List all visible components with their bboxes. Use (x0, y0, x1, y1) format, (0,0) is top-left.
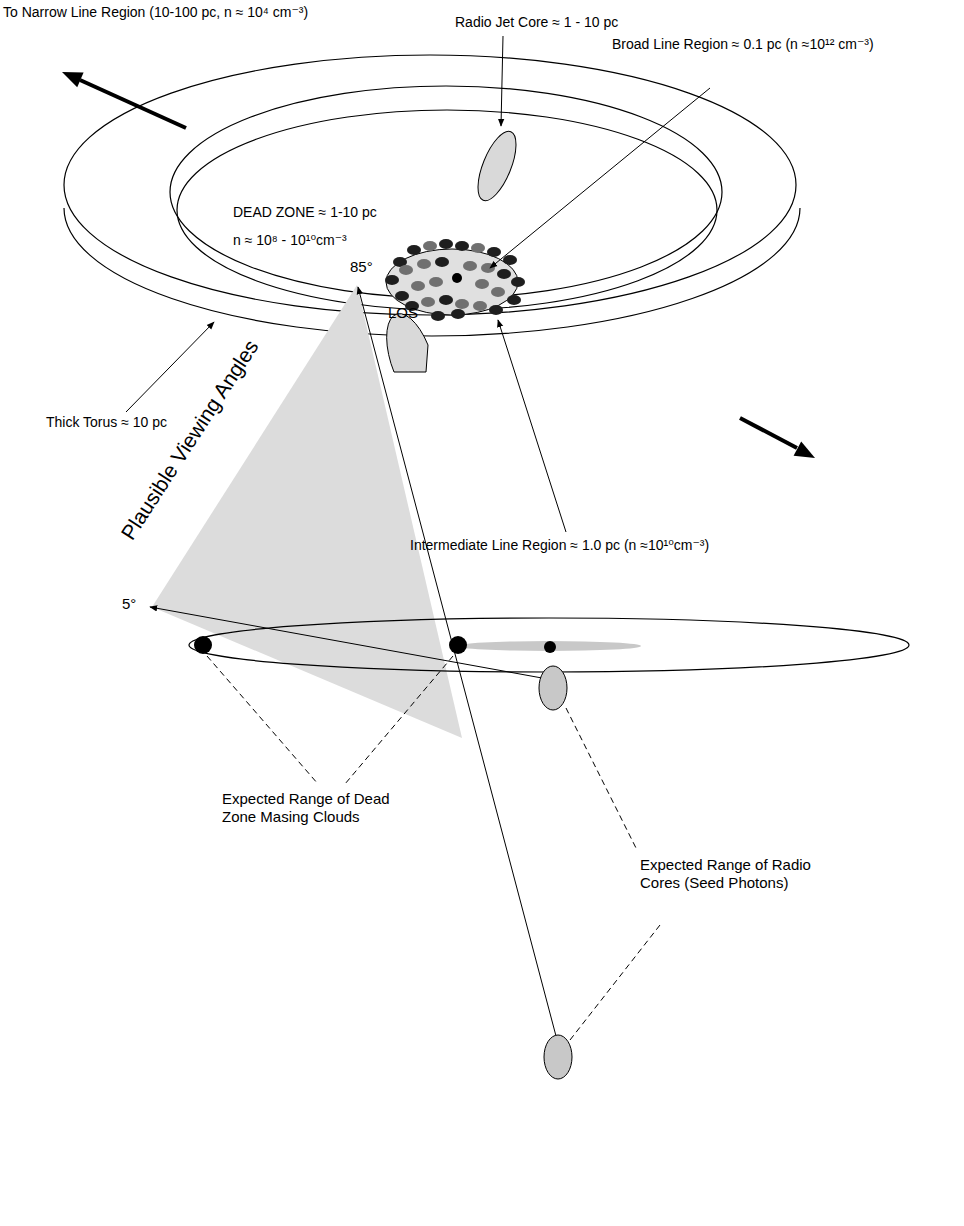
dashed-leader (345, 656, 453, 784)
label: Radio Jet Core ≈ 1 - 10 pc (455, 14, 618, 31)
cloud-dot (407, 245, 421, 255)
radio-jet-core (470, 126, 524, 205)
cloud-dot (411, 281, 425, 291)
label: LOS (388, 304, 418, 322)
cloud-dot (431, 311, 445, 321)
cloud-dot (435, 257, 449, 267)
cloud-dot (511, 277, 525, 287)
label: Expected Range of Dead Zone Masing Cloud… (222, 790, 422, 826)
cloud-dot (423, 241, 437, 251)
black-hole (452, 273, 462, 283)
label: n ≈ 10⁸ - 10¹⁰cm⁻³ (233, 232, 347, 249)
cloud-dot (463, 261, 477, 271)
label: To Narrow Line Region (10-100 pc, n ≈ 10… (3, 4, 308, 21)
cloud-dot (439, 295, 453, 305)
cloud-dot (395, 291, 409, 301)
outflow-arrows (62, 72, 815, 458)
leader-arrow (490, 88, 710, 268)
leader-arrow (501, 36, 503, 126)
cloud-dot (473, 301, 487, 311)
label: Broad Line Region ≈ 0.1 pc (n ≈10¹² cm⁻³… (612, 36, 874, 53)
cloud-dot (497, 269, 511, 279)
cloud-dot (455, 241, 469, 251)
label: 85° (350, 258, 373, 276)
cloud-dot (429, 277, 443, 287)
clouds (385, 239, 525, 321)
cloud-dot (489, 305, 503, 315)
cloud-dot (421, 297, 435, 307)
label: 5° (122, 595, 136, 613)
dashed-leader (207, 656, 318, 784)
cloud-dot (399, 265, 413, 275)
leader-arrow (498, 320, 566, 532)
nucleus (544, 641, 556, 653)
masing-cloud (194, 636, 212, 654)
cloud-dot (491, 287, 505, 297)
cloud-dot (471, 243, 485, 253)
dashed-leader (566, 708, 636, 848)
torus-outer-rim (64, 55, 796, 315)
masing-cloud (449, 636, 467, 654)
cloud-dot (385, 275, 399, 285)
sight-line (150, 607, 553, 680)
cloud-dot (487, 247, 501, 257)
cloud-dot (475, 279, 489, 289)
label: Thick Torus ≈ 10 pc (46, 414, 167, 431)
cloud-dot (481, 263, 495, 273)
label: Expected Range of Radio Cores (Seed Phot… (640, 856, 855, 892)
cloud-dot (455, 299, 469, 309)
cloud-dot (503, 255, 517, 265)
cloud-dot (439, 239, 453, 249)
cloud-dot (417, 259, 431, 269)
radio-core (544, 1035, 572, 1079)
sight-line (358, 287, 556, 1036)
dashed-leader (570, 925, 660, 1040)
radio-core (539, 666, 567, 710)
label: Intermediate Line Region ≈ 1.0 pc (n ≈10… (410, 537, 709, 554)
cloud-dot (451, 309, 465, 319)
cloud-dot (507, 295, 521, 305)
disk-outline (189, 618, 909, 672)
label: DEAD ZONE ≈ 1-10 pc (233, 204, 377, 221)
radio-jet-core (387, 314, 428, 372)
